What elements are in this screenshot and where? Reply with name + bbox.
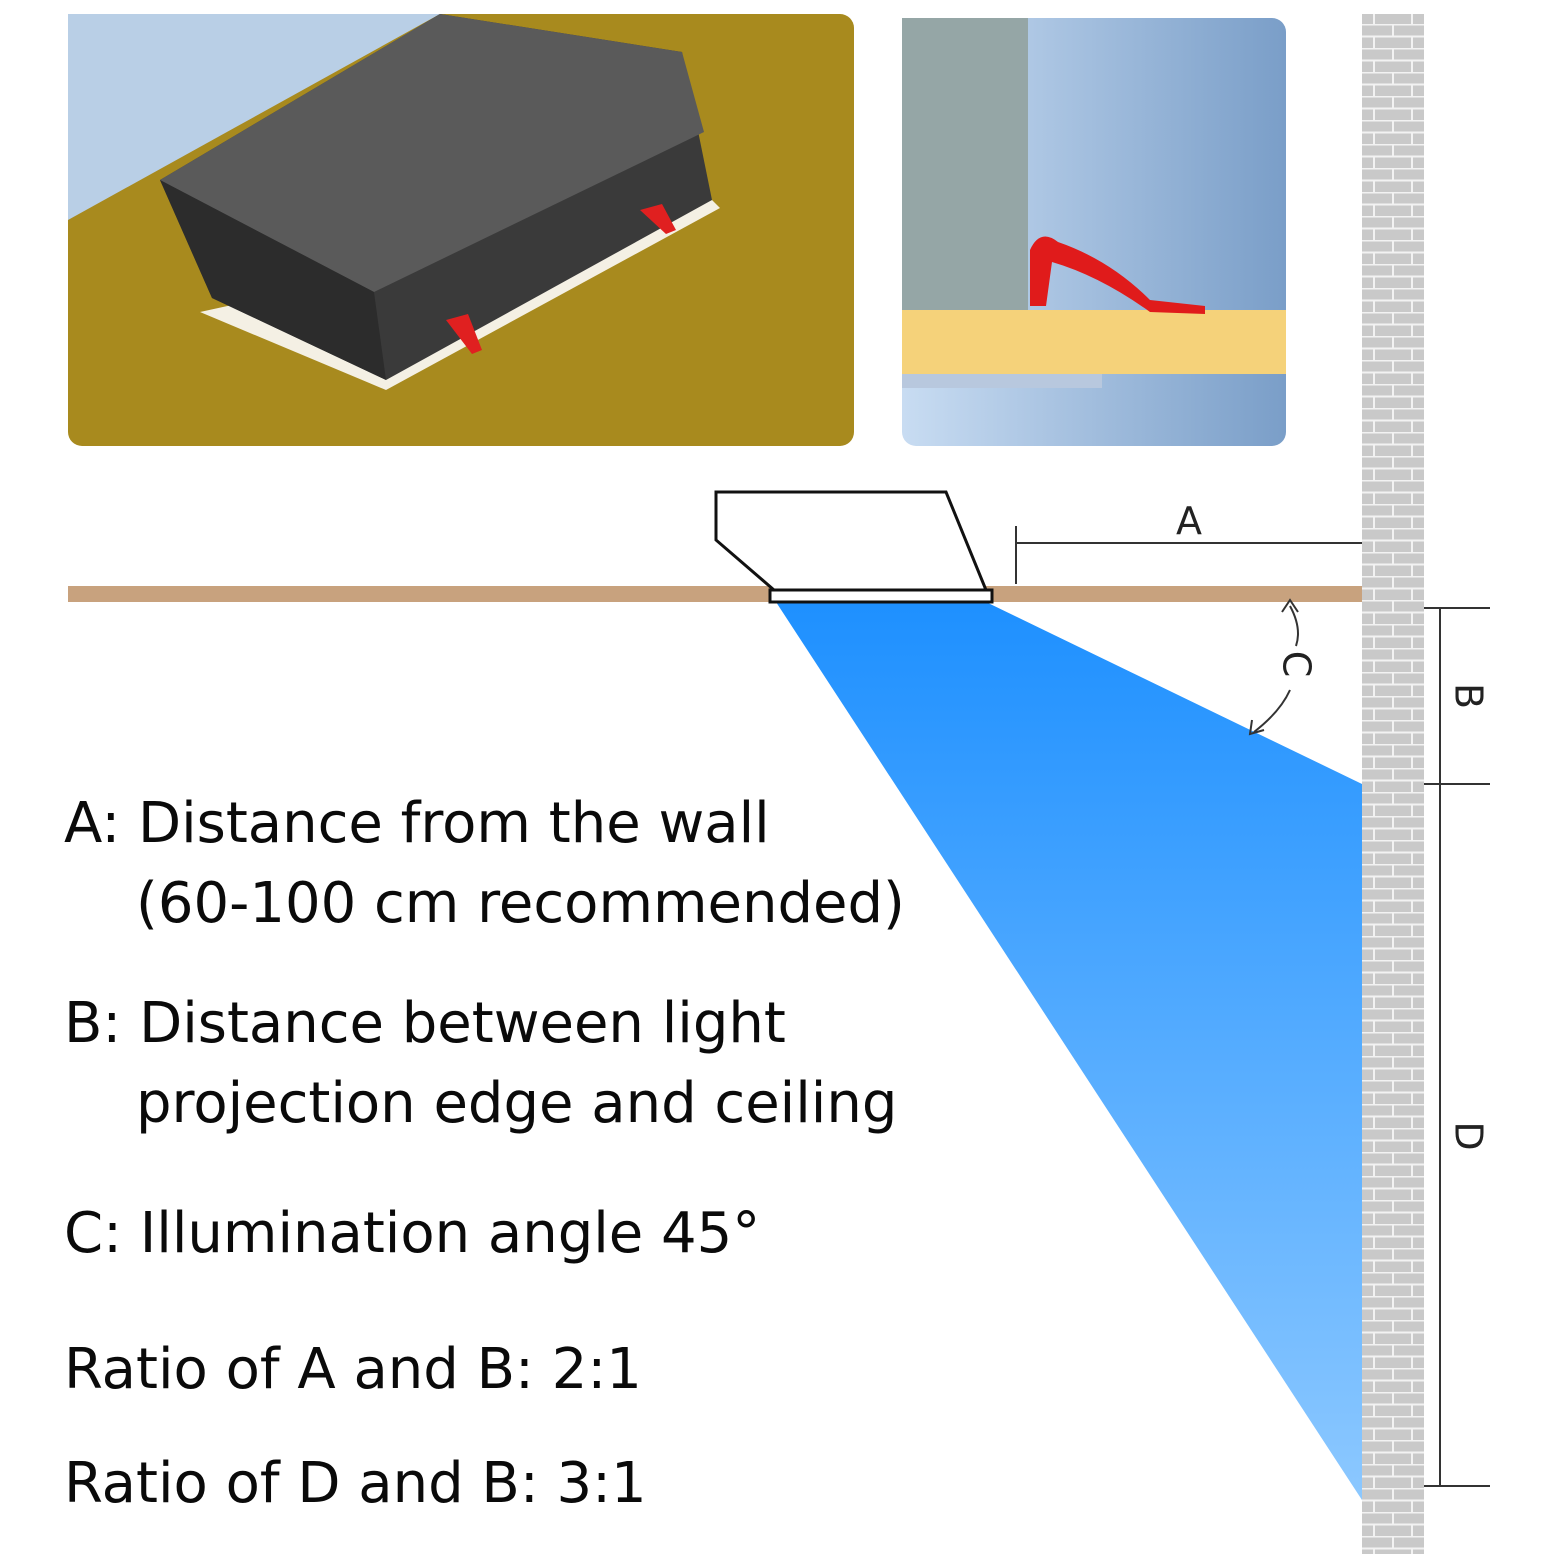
light-beam	[776, 602, 1362, 1500]
spring-clip-icon	[1030, 236, 1205, 314]
legend-c: C: Illumination angle 45°	[64, 1194, 760, 1274]
dimension-a-label: A	[1176, 499, 1202, 543]
legend-b: B: Distance between light projection edg…	[64, 984, 897, 1144]
legend-a-line1: A: Distance from the wall	[64, 791, 770, 856]
dimension-b-label: B	[1447, 683, 1491, 709]
fixture-photo	[68, 14, 854, 446]
legend-ratio-ab: Ratio of A and B: 2:1	[64, 1330, 642, 1410]
ceiling-board	[68, 586, 1362, 602]
legend-a-line2: (60-100 cm recommended)	[136, 871, 905, 936]
dimension-d-label: D	[1447, 1121, 1491, 1150]
clip-icon	[446, 204, 676, 354]
brick-wall	[1362, 14, 1424, 1554]
legend-c-line: C: Illumination angle 45°	[64, 1201, 761, 1266]
legend-b-line2: projection edge and ceiling	[136, 1071, 898, 1136]
clip-closeup-photo	[902, 18, 1286, 446]
dimension-a: A	[1015, 499, 1362, 584]
legend-a: A: Distance from the wall (60-100 cm rec…	[64, 784, 905, 944]
ratio-ab-text: Ratio of A and B: 2:1	[64, 1337, 642, 1402]
fixture-outline	[714, 490, 994, 604]
angle-c: C	[1248, 598, 1319, 736]
dimension-b-d: B D	[1424, 607, 1491, 1487]
angle-c-label: C	[1275, 651, 1319, 678]
legend-ratio-db: Ratio of D and B: 3:1	[64, 1444, 647, 1524]
legend-b-line1: B: Distance between light	[64, 991, 786, 1056]
ratio-db-text: Ratio of D and B: 3:1	[64, 1451, 647, 1516]
